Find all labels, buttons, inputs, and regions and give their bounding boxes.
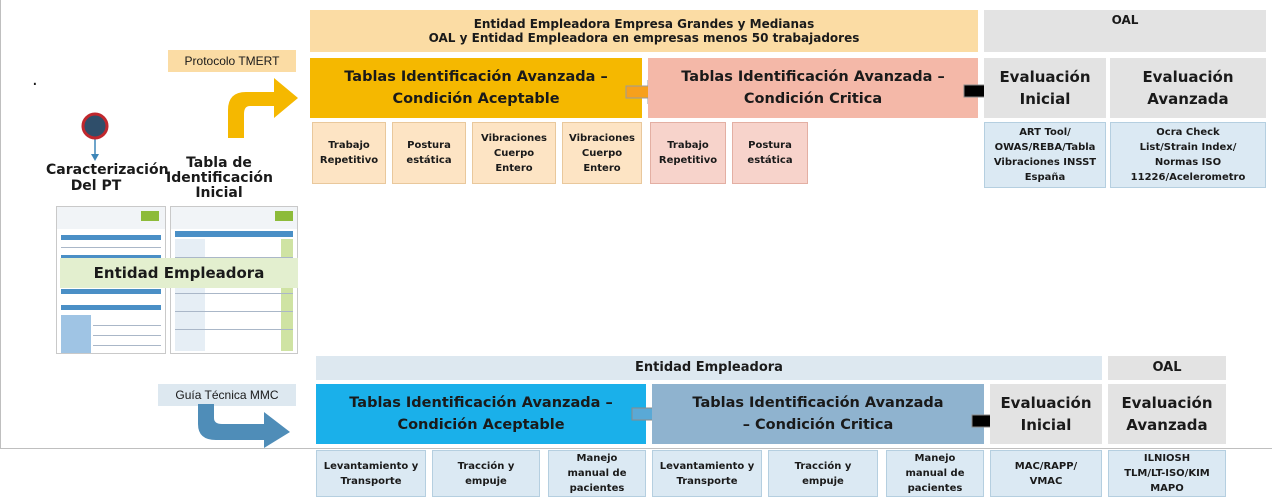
- top-item-acceptable: Vibraciones Cuerpo Entero: [472, 122, 556, 184]
- protocol-tmert-tag: Protocolo TMERT: [168, 50, 296, 72]
- bottom-eval-initial: Evaluación Inicial: [990, 384, 1102, 444]
- bottom-item-acceptable: Levantamiento y Transporte: [316, 450, 426, 497]
- bottom-header-oal: OAL: [1108, 356, 1226, 380]
- bottom-item-critical: Tracción y empuje: [768, 450, 878, 497]
- bottom-box-critical: Tablas Identificación Avanzada – Condici…: [652, 384, 984, 444]
- top-box-critical: Tablas Identificación Avanzada – Condici…: [648, 58, 978, 118]
- top-header-employer: Entidad Empleadora Empresa Grandes y Med…: [310, 10, 978, 52]
- bottom-tools-initial: MAC/RAPP/ VMAC: [990, 450, 1102, 497]
- top-box-acceptable: Tablas Identificación Avanzada – Condici…: [310, 58, 642, 118]
- frame-bottom-line: [0, 448, 1272, 449]
- guia-tecnica-mmc-tag: Guía Técnica MMC: [158, 384, 296, 406]
- bottom-item-critical: Manejo manual de pacientes: [886, 450, 984, 497]
- top-tools-initial: ART Tool/ OWAS/REBA/Tabla Vibraciones IN…: [984, 122, 1106, 188]
- bottom-box-acceptable: Tablas Identificación Avanzada – Condici…: [316, 384, 646, 444]
- tabla-identificacion-label: Tabla de Identificación Inicial: [166, 155, 273, 201]
- frame-left-line: [0, 0, 1, 449]
- curved-arrow-blue-icon: [198, 404, 290, 448]
- top-item-acceptable: Vibraciones Cuerpo Entero: [562, 122, 642, 184]
- bullet-dot: ·: [32, 74, 38, 95]
- bottom-eval-advanced: Evaluación Avanzada: [1108, 384, 1226, 444]
- bottom-item-acceptable: Manejo manual de pacientes: [548, 450, 646, 497]
- bottom-tools-advanced: ILNIOSH TLM/LT-ISO/KIM MAPO: [1108, 450, 1226, 497]
- curved-arrow-gold-icon: [228, 78, 298, 138]
- top-eval-initial: Evaluación Inicial: [984, 58, 1106, 118]
- bottom-item-acceptable: Tracción y empuje: [432, 450, 540, 497]
- top-tools-advanced: Ocra Check List/Strain Index/ Normas ISO…: [1110, 122, 1266, 188]
- bottom-item-critical: Levantamiento y Transporte: [652, 450, 762, 497]
- entidad-empleadora-overlay: Entidad Empleadora: [60, 258, 298, 288]
- location-pin-icon: [81, 112, 109, 161]
- top-item-acceptable: Trabajo Repetitivo: [312, 122, 386, 184]
- top-item-critical: Trabajo Repetitivo: [650, 122, 726, 184]
- bottom-header-employer: Entidad Empleadora: [316, 356, 1102, 380]
- top-eval-advanced: Evaluación Avanzada: [1110, 58, 1266, 118]
- top-item-critical: Postura estática: [732, 122, 808, 184]
- top-item-acceptable: Postura estática: [392, 122, 466, 184]
- caracterizacion-label: Caracterización Del PT: [46, 162, 169, 194]
- top-header-oal: OAL: [984, 10, 1266, 52]
